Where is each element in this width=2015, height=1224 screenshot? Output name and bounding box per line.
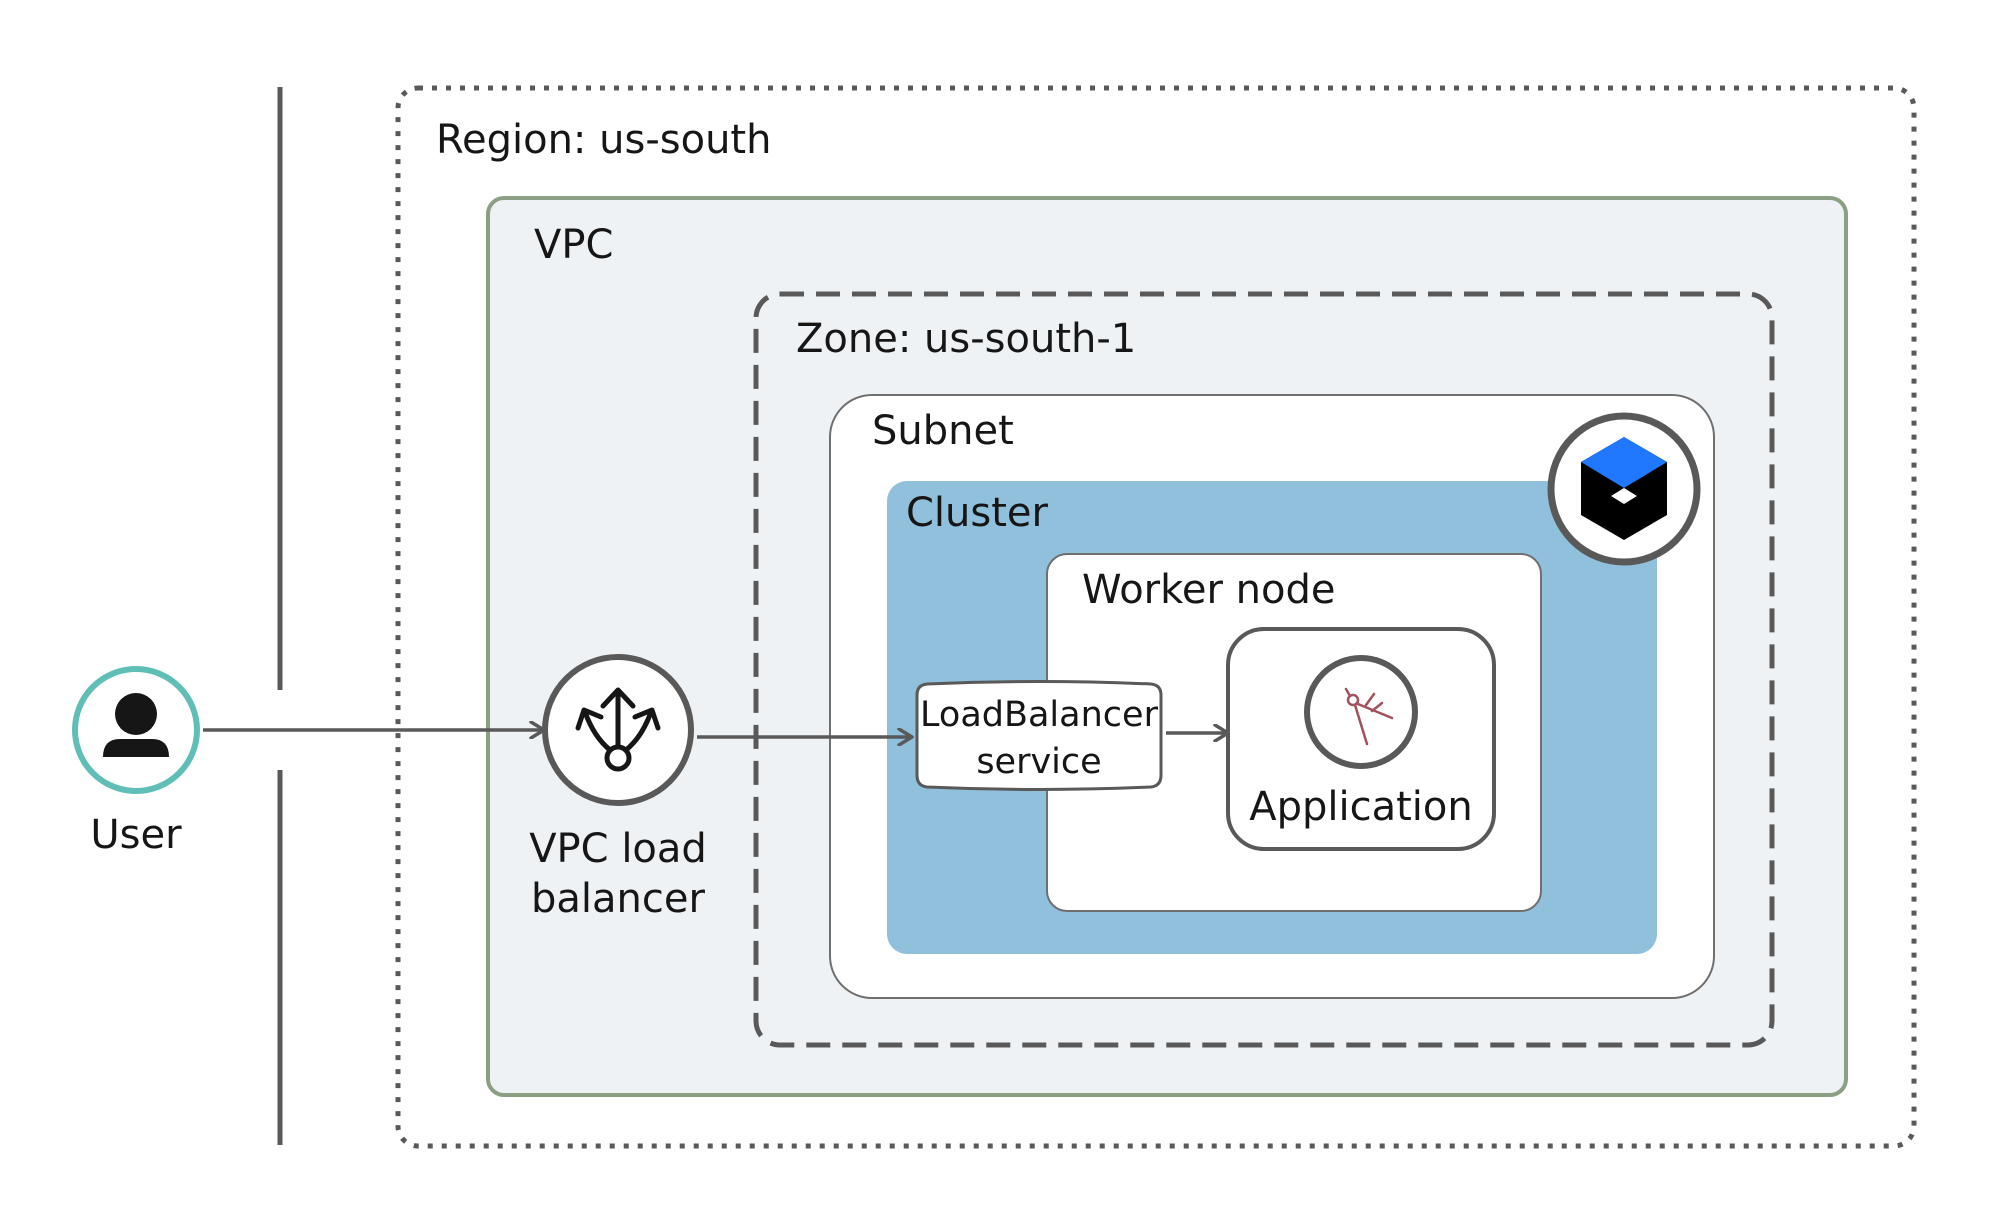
- lb-service-label-line1: LoadBalancer: [920, 695, 1159, 735]
- cluster-label: Cluster: [906, 490, 1049, 536]
- zone-label: Zone: us-south-1: [796, 316, 1136, 362]
- vpc-lb-label-line1: VPC load: [529, 826, 707, 872]
- user-node[interactable]: User: [72, 666, 200, 858]
- application-icon: [1344, 687, 1394, 746]
- application-label: Application: [1249, 784, 1473, 830]
- user-icon: [103, 693, 169, 757]
- loadbalancer-service-node[interactable]: LoadBalancer service: [915, 680, 1163, 791]
- subnet-label: Subnet: [872, 408, 1014, 454]
- vpc-label: VPC: [534, 222, 613, 268]
- region-group: Region: us-south: [395, 85, 1917, 1149]
- region-label: Region: us-south: [436, 117, 771, 163]
- lb-service-label-line2: service: [976, 742, 1101, 782]
- vpc-lb-label-line2: balancer: [531, 876, 705, 922]
- cluster-service-icon: [1547, 412, 1701, 566]
- application-node[interactable]: Application: [1226, 627, 1496, 851]
- zone-group: Zone: us-south-1: [753, 291, 1775, 1048]
- connections: [203, 730, 1228, 737]
- vpc-load-balancer-node[interactable]: VPC load balancer: [529, 654, 707, 922]
- load-balancer-icon: [575, 687, 661, 772]
- user-label: User: [90, 812, 182, 858]
- worker-node-label: Worker node: [1082, 567, 1335, 613]
